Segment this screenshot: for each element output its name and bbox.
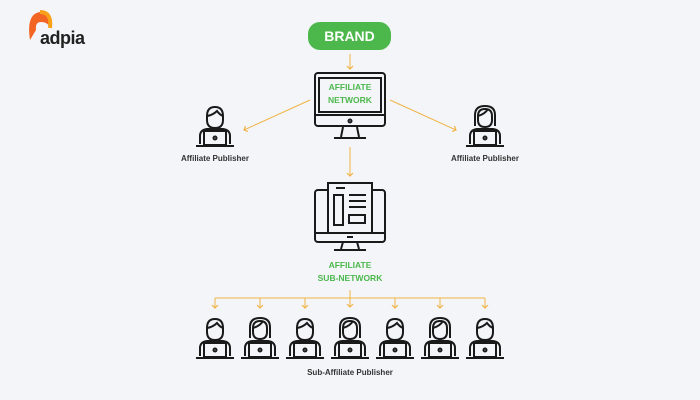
sub-publisher-icon [330,317,370,359]
network-monitor-icon [314,72,386,139]
network-label: AFFILIATE NETWORK [290,81,410,107]
sub-publisher-icon [465,318,505,359]
sub-publisher-icon [375,318,415,359]
network-label-line1: AFFILIATE [328,82,372,92]
sub-network-label-line2: SUB-NETWORK [317,273,383,283]
sub-publisher-icon [195,318,235,359]
sub-publisher-icon [240,317,280,359]
brand-node: BRAND [308,22,391,50]
logo-text: adpia [40,28,85,48]
sub-publisher-icon [285,318,325,359]
logo-mark-icon [29,10,53,40]
affiliate-publisher-left-icon [195,106,235,147]
sub-network-label: AFFILIATE SUB-NETWORK [290,259,410,285]
network-label-line2: NETWORK [328,95,372,105]
sub-publisher-label: Sub-Affiliate Publisher [307,368,393,377]
affiliate-publisher-right-label: Affiliate Publisher [450,154,519,163]
sub-network-label-line1: AFFILIATE [328,260,372,270]
affiliate-publisher-right-icon [465,105,505,147]
sub-publisher-icon [420,317,460,359]
flow-arrows [211,54,489,309]
affiliate-publisher-left-label: Affiliate Publisher [180,154,249,163]
sub-network-monitor-icon [314,182,386,251]
